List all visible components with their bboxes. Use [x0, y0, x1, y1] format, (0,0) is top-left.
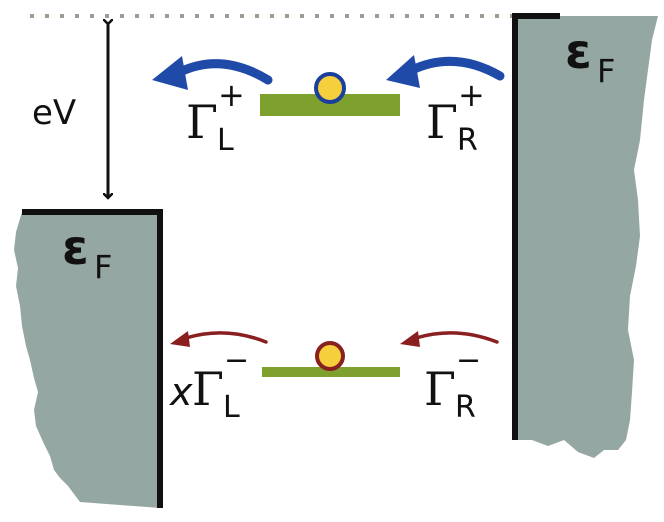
gamma-right-minus-sub: R [455, 390, 476, 425]
gamma-right-plus-sup: + [458, 76, 485, 114]
lower-right-arrowhead [400, 331, 420, 347]
gamma-right-plus-sub: R [457, 123, 478, 158]
lower-right-arrow [414, 331, 499, 344]
right-fermi-label: ε [565, 24, 592, 80]
upper-electron [314, 72, 346, 104]
right-lead [515, 16, 658, 458]
gamma-right-plus: Γ [426, 95, 458, 149]
lower-left-arrow [184, 331, 268, 344]
bias-label: eV [32, 93, 76, 133]
gamma-left-plus: Γ [186, 95, 218, 149]
x-factor: x [169, 370, 193, 414]
upper-left-arrow [175, 59, 273, 85]
gamma-left-minus-sub: L [223, 390, 240, 425]
lower-energy-level [262, 367, 400, 377]
gamma-left-minus-sup: − [224, 343, 249, 378]
upper-right-arrowhead [386, 55, 420, 88]
left-lead [14, 212, 160, 508]
gamma-left-plus-sup: + [218, 76, 245, 114]
lower-electron [315, 341, 345, 371]
upper-left-arrowhead [152, 56, 188, 90]
right-fermi-sub: F [597, 52, 615, 90]
gamma-left-minus: Γ [192, 362, 224, 416]
gamma-right-minus-sup: − [456, 343, 481, 378]
left-fermi-sub: F [94, 248, 112, 286]
left-fermi-label: ε [62, 220, 89, 276]
gamma-left-plus-sub: L [217, 123, 234, 158]
lower-left-arrowhead [170, 331, 190, 347]
upper-right-arrow [407, 56, 505, 81]
gamma-right-minus: Γ [424, 362, 456, 416]
upper-energy-level [260, 94, 400, 116]
